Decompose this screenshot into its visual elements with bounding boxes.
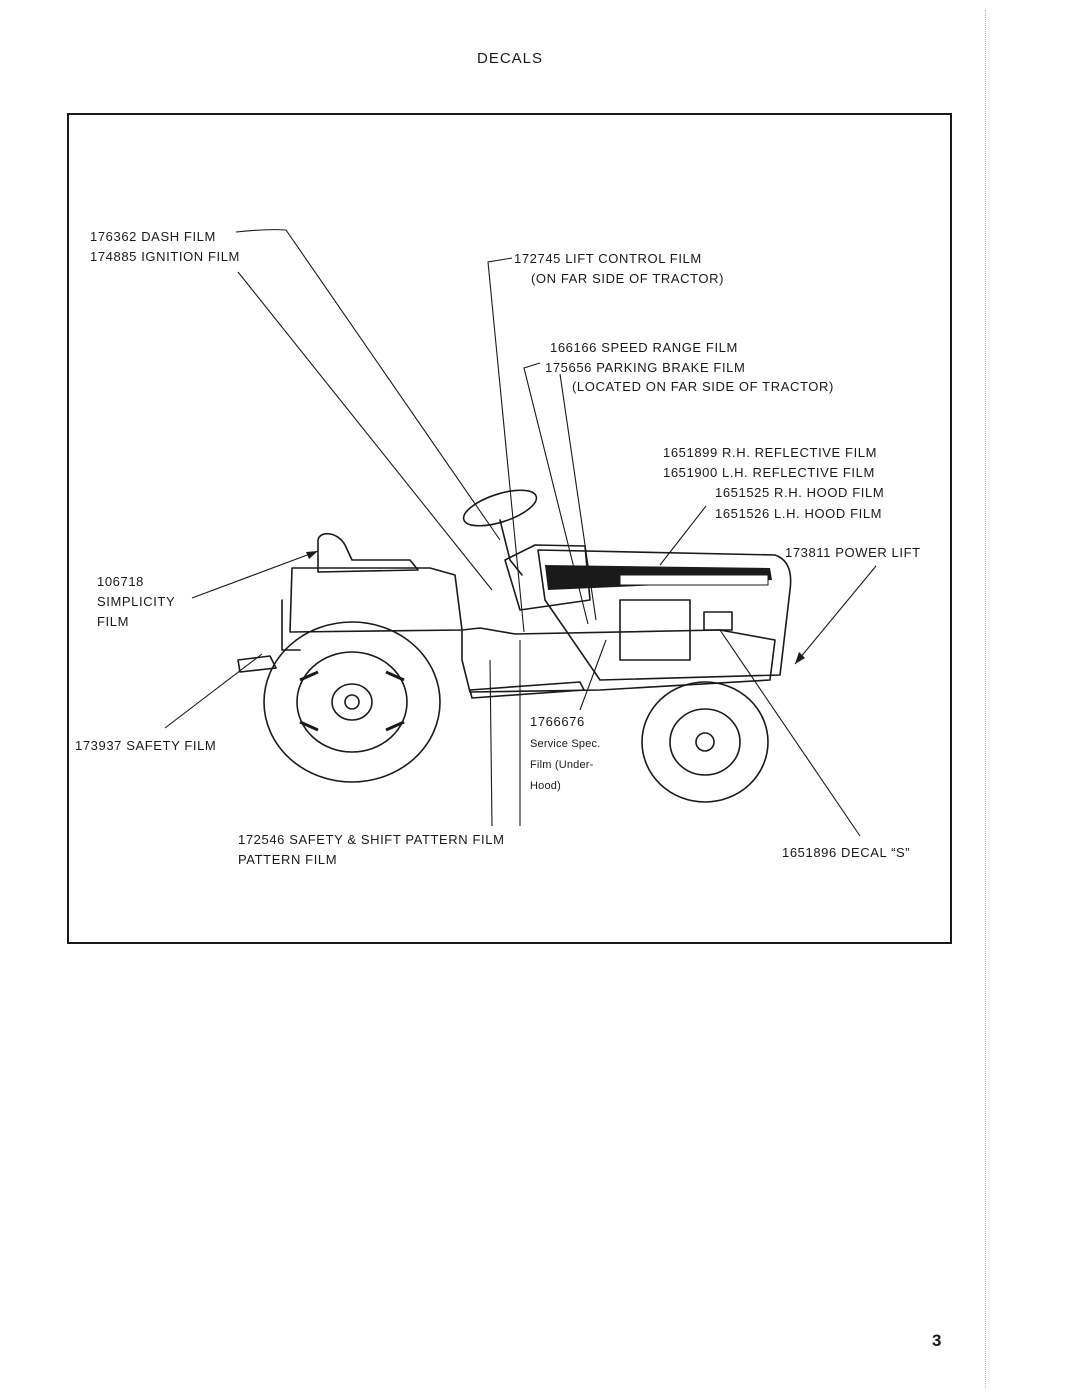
arrow-power-lift [795,652,805,664]
callout-lift-control-note: (ON FAR SIDE OF TRACTOR) [531,271,725,286]
leader-parking-brake [523,362,589,625]
seat [317,532,419,573]
front-tire [641,681,769,803]
steering-wheel [462,489,538,527]
callout-ignition-film: 174885 IGNITION FILM [90,249,240,264]
callout-service-spec-hood: Hood) [530,780,561,792]
leader-decal-s [719,629,861,837]
hood-decal-s [703,611,733,631]
leader-service-spec [579,639,607,711]
steering-column [499,519,523,576]
callout-decal-s: 1651896 DECAL “S” [782,845,911,860]
leader-ignition [237,271,493,591]
arrow-simplicity [306,551,318,559]
leader-speed-range [559,373,597,621]
drawbar [237,655,277,673]
callout-simplicity-film: FILM [97,614,130,629]
leader-lift-control [487,257,525,633]
leader-simplicity [191,550,319,599]
callout-simplicity-name: SIMPLICITY [97,594,176,609]
callout-rh-reflective-film: 1651899 R.H. REFLECTIVE FILM [663,445,878,460]
page-number: 3 [932,1331,942,1350]
chassis [461,627,776,693]
callout-safety-film: 173937 SAFETY FILM [75,738,217,753]
callout-lh-reflective-film: 1651900 L.H. REFLECTIVE FILM [663,465,875,480]
leader-power-lift [794,565,877,665]
rear-rim [296,651,408,753]
callout-lh-hood-film: 1651526 L.H. HOOD FILM [715,506,883,521]
page-edge-rule [985,10,986,1388]
callout-service-spec-name: Service Spec. [530,738,601,750]
rear-hub [331,683,373,721]
hood-reflective-strip [619,574,769,586]
callout-simplicity-number: 106718 [97,574,144,589]
leader-hood-film [659,505,707,566]
leader-shift-pattern [489,659,493,827]
page-title: DECALS [476,50,544,67]
callout-shift-pattern-line2: PATTERN FILM [238,852,338,867]
callout-lift-control-film: 172745 LIFT CONTROL FILM [514,251,702,266]
callout-shift-pattern-film: 172546 SAFETY & SHIFT PATTERN FILM [238,832,505,847]
callout-service-spec-location: Film (Under- [530,759,594,771]
leader-dash [235,229,501,541]
callout-speed-range-film: 166166 SPEED RANGE FILM [550,340,738,355]
rear-fender [289,567,463,633]
rear-deck [281,599,301,651]
callout-service-spec-number: 1766676 [530,714,585,729]
callout-dash-film: 176362 DASH FILM [90,229,216,244]
hood [537,549,792,681]
callout-parking-brake-film: 175656 PARKING BRAKE FILM [545,360,746,375]
engine-block [619,599,691,661]
rear-tire [263,621,441,783]
footrest [469,681,585,699]
callout-power-lift: 173811 POWER LIFT [785,545,921,560]
front-rim [669,708,741,776]
figure-frame [67,113,952,944]
leader-safety [164,653,263,729]
callout-rh-hood-film: 1651525 R.H. HOOD FILM [715,485,885,500]
callout-parking-brake-note: (LOCATED ON FAR SIDE OF TRACTOR) [572,379,834,394]
